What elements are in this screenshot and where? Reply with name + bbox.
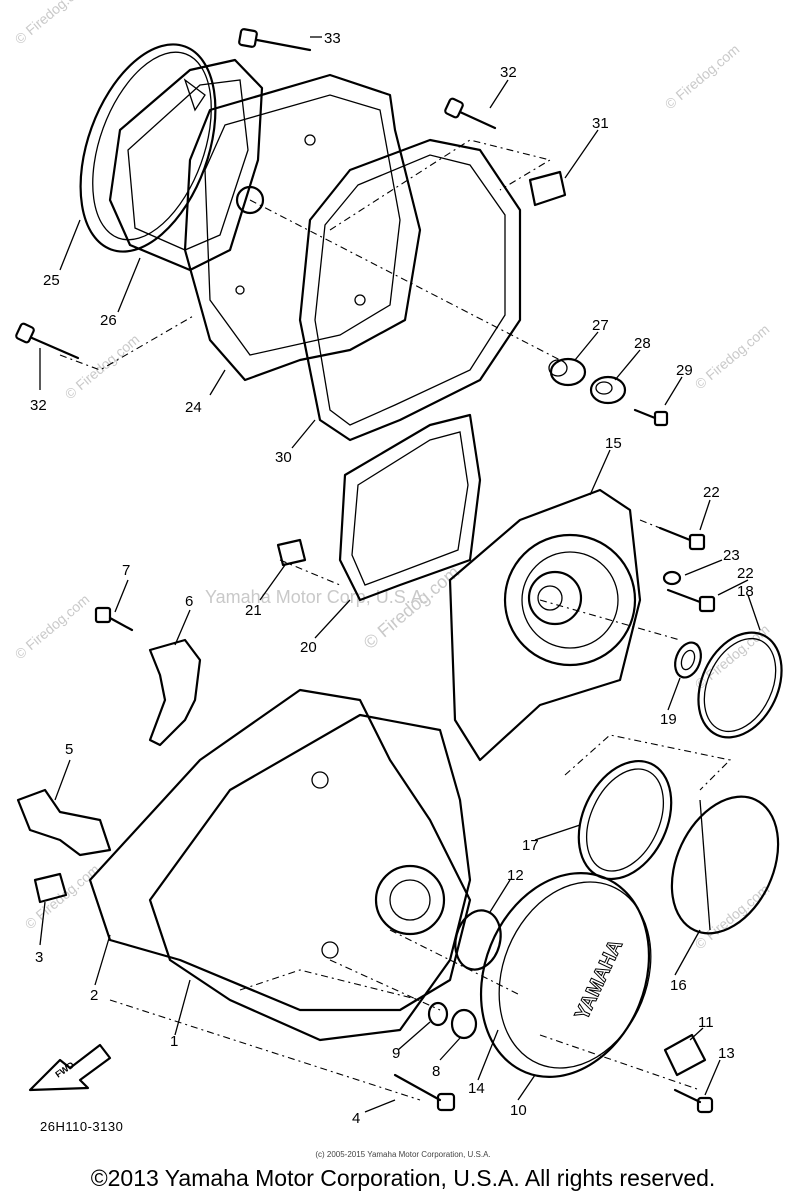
- part-label-25: 25: [43, 272, 60, 289]
- part-label-17: 17: [522, 837, 539, 854]
- part-label-16: 16: [670, 977, 687, 994]
- part-label-5: 5: [65, 741, 73, 758]
- part-label-8: 8: [432, 1063, 440, 1080]
- part-22-bolt-b: [666, 588, 716, 613]
- part-label-30: 30: [275, 449, 292, 466]
- part-label-1: 1: [170, 1033, 178, 1050]
- main-copyright: ©2013 Yamaha Motor Corporation, U.S.A. A…: [90, 1165, 716, 1191]
- part-24-outer-cover: [183, 73, 422, 382]
- part-4-bolt: [393, 1073, 456, 1112]
- part-12-oring: [454, 909, 502, 971]
- part-label-23: 23: [723, 547, 740, 564]
- part-label-18: 18: [737, 583, 754, 600]
- watermarks: © Firedog.com © Firedog.com © Firedog.co…: [12, 0, 773, 952]
- part-label-22: 22: [703, 484, 720, 501]
- part-22-bolt-a: [658, 526, 706, 551]
- part-label-6: 6: [185, 593, 193, 610]
- part-30-gasket: [298, 138, 522, 442]
- part-25-ring: [79, 43, 217, 253]
- watermark-corner: © Firedog.com: [692, 881, 773, 952]
- part-label-11: 11: [698, 1014, 714, 1031]
- fwd-arrow-icon: FWD: [28, 1043, 112, 1092]
- part-label-31: 31: [592, 115, 609, 132]
- part-label-10: 10: [510, 1102, 527, 1119]
- part-29-screw: [633, 408, 669, 427]
- part-label-29: 29: [676, 362, 693, 379]
- part-18-ring: [697, 631, 783, 739]
- part-3-dowel: [33, 872, 68, 904]
- part-2-gasket: [88, 688, 472, 1012]
- part-20-gasket: [338, 413, 482, 602]
- watermark-corner: © Firedog.com: [692, 321, 773, 392]
- part-label-22: 22: [737, 565, 754, 582]
- part-label-26: 26: [100, 312, 117, 329]
- part-23-oring: [662, 570, 682, 586]
- diagram-code: 26H110-3130: [40, 1119, 124, 1134]
- part-28-collar: [589, 375, 627, 405]
- part-1-crankcase-cover: [148, 713, 472, 1042]
- watermark-corner: © Firedog.com: [692, 621, 773, 692]
- part-32-bolt-left: [15, 322, 80, 360]
- part-16-cap: [670, 795, 780, 935]
- watermark-corner: © Firedog.com: [12, 591, 93, 662]
- part-33-bolt: [238, 28, 312, 52]
- part-label-28: 28: [634, 335, 651, 352]
- part-label-2: 2: [90, 987, 98, 1004]
- watermark-corner: © Firedog.com: [662, 41, 743, 112]
- watermark-corner: © Firedog.com: [62, 331, 143, 402]
- part-label-20: 20: [300, 639, 317, 656]
- part-label-15: 15: [605, 435, 622, 452]
- part-label-9: 9: [392, 1045, 400, 1062]
- part-label-7: 7: [122, 562, 130, 579]
- part-10-main-cover: YAMAHA: [479, 872, 652, 1078]
- part-26-gasket: [108, 58, 264, 272]
- part-label-32: 32: [30, 397, 47, 414]
- part-label-21: 21: [245, 602, 262, 619]
- part-label-14: 14: [468, 1080, 485, 1097]
- part-6-bracket: [148, 638, 202, 747]
- part-31-dowel: [528, 170, 567, 207]
- part-11-emblem: [663, 1033, 707, 1077]
- part-labels: 33 32 31 25 26 32 24 30 27 28 29 15 22 2…: [30, 30, 754, 1127]
- part-15-cover: [448, 488, 642, 762]
- part-label-19: 19: [660, 711, 677, 728]
- part-label-13: 13: [718, 1045, 735, 1062]
- part-label-3: 3: [35, 949, 43, 966]
- watermark-corner: © Firedog.com: [12, 0, 93, 47]
- small-copyright: (c) 2005-2015 Yamaha Motor Corporation, …: [315, 1150, 491, 1159]
- part-label-27: 27: [592, 317, 609, 334]
- part-9-oring: [427, 1001, 449, 1027]
- watermark-site: © Firedog.com: [360, 562, 463, 653]
- part-13-bolt: [673, 1088, 714, 1114]
- yamaha-logo: YAMAHA: [571, 936, 627, 1023]
- part-8-dowel: [450, 1008, 478, 1040]
- part-5-bracket: [16, 788, 112, 857]
- part-label-12: 12: [507, 867, 524, 884]
- part-label-33: 33: [324, 30, 341, 47]
- part-21-dowel: [276, 538, 307, 567]
- part-7-bolt: [94, 606, 134, 632]
- part-label-32: 32: [500, 64, 517, 81]
- part-27-bushing: [548, 357, 587, 387]
- part-label-24: 24: [185, 399, 202, 416]
- part-label-4: 4: [352, 1110, 360, 1127]
- leader-lines: [39, 36, 761, 1113]
- part-32-bolt-top: [444, 97, 497, 130]
- watermark-main: Yamaha Motor Corp, U.S.A.: [205, 587, 428, 607]
- part-17-gasket: [577, 759, 673, 881]
- part-19-seal: [674, 641, 702, 679]
